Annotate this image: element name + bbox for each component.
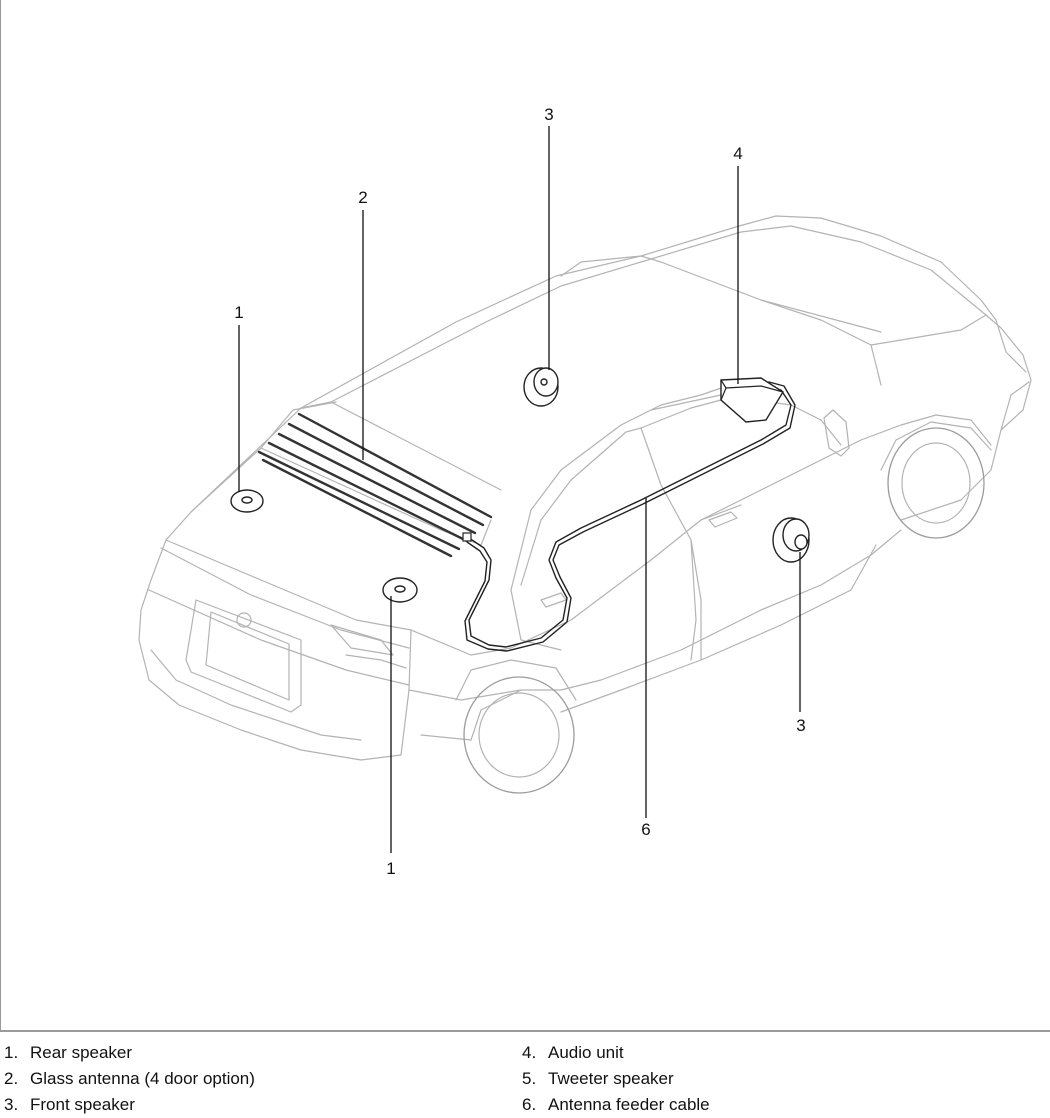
callout-antenna-cable: 6 bbox=[641, 820, 650, 839]
callout-rear-speaker-left: 1 bbox=[234, 303, 243, 322]
legend-number: 5. bbox=[522, 1069, 537, 1088]
diagram-figure: 1 2 3 4 3 1 6 bbox=[0, 0, 1050, 1032]
car-outline bbox=[138, 215, 1032, 794]
rear-speaker-left bbox=[230, 489, 264, 513]
legend-item: 2. Glass antenna (4 door option) bbox=[4, 1066, 255, 1092]
parts-legend: 1. Rear speaker 2. Glass antenna (4 door o… bbox=[0, 1036, 1050, 1114]
legend-number: 2. bbox=[4, 1069, 19, 1088]
front-speaker-door bbox=[772, 517, 810, 563]
legend-text: Front speaker bbox=[30, 1095, 135, 1114]
antenna-feeder-cable bbox=[462, 381, 796, 652]
callout-front-speaker-door: 3 bbox=[796, 716, 805, 735]
front-speaker-top bbox=[523, 367, 559, 407]
legend-number: 4. bbox=[522, 1043, 537, 1062]
rear-speaker-right bbox=[382, 577, 418, 603]
legend-item: 1. Rear speaker bbox=[4, 1040, 255, 1066]
callout-front-speaker-top: 3 bbox=[544, 105, 553, 124]
legend-text: Glass antenna (4 door option) bbox=[30, 1069, 255, 1088]
legend-number: 1. bbox=[4, 1043, 19, 1062]
legend-column-left: 1. Rear speaker 2. Glass antenna (4 door o… bbox=[4, 1040, 255, 1118]
glass-antenna-lines bbox=[257, 412, 493, 558]
callout-audio-unit: 4 bbox=[733, 144, 742, 163]
leader-lines bbox=[238, 126, 801, 853]
legend-text: Antenna feeder cable bbox=[548, 1095, 710, 1114]
callout-labels: 1 2 3 4 3 1 6 bbox=[234, 105, 805, 878]
legend-item: 3. Front speaker bbox=[4, 1092, 255, 1118]
legend-text: Rear speaker bbox=[30, 1043, 133, 1062]
legend-item: 4. Audio unit bbox=[522, 1040, 710, 1066]
legend-item: 6. Antenna feeder cable bbox=[522, 1092, 710, 1118]
callout-glass-antenna: 2 bbox=[358, 188, 367, 207]
legend-number: 6. bbox=[522, 1095, 537, 1114]
legend-column-right: 4. Audio unit 5. Tweeter speaker 6. Antenna… bbox=[522, 1040, 710, 1118]
car-audio-diagram: 1 2 3 4 3 1 6 bbox=[138, 105, 1032, 878]
callout-rear-speaker-right: 1 bbox=[386, 859, 395, 878]
legend-number: 3. bbox=[4, 1095, 19, 1114]
legend-text: Tweeter speaker bbox=[548, 1069, 674, 1088]
legend-item: 5. Tweeter speaker bbox=[522, 1066, 710, 1092]
audio-unit bbox=[720, 377, 784, 423]
legend-text: Audio unit bbox=[548, 1043, 624, 1062]
